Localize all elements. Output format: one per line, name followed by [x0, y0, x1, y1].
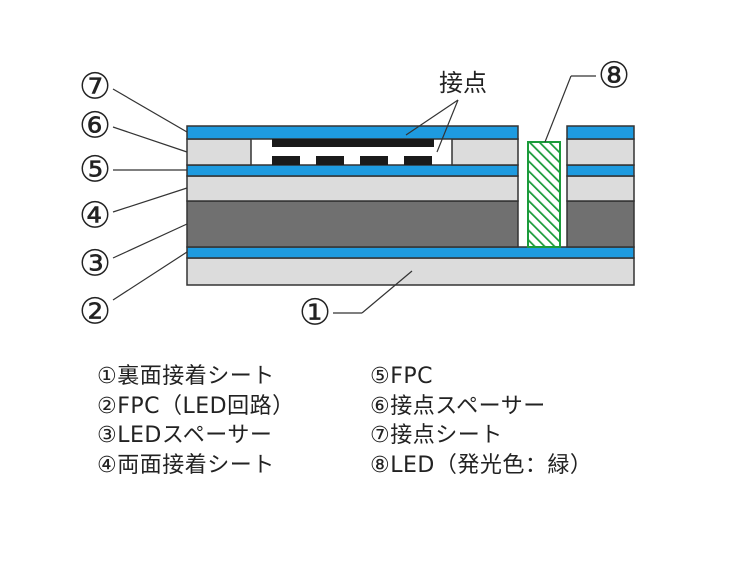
legend-item-6: ⑥接点スペーサー: [370, 393, 546, 419]
layer-5-fpc-right: [566, 164, 635, 177]
leader-6: [112, 126, 188, 153]
legend-item-7: ⑦接点シート: [370, 423, 503, 448]
layer-4-adhesive-left: [186, 175, 519, 202]
layer-4-adhesive-right: [566, 175, 635, 202]
layer-6-spacer-right: [566, 138, 635, 166]
leader-4: [112, 187, 188, 213]
leader-3: [112, 223, 188, 259]
legend-item-1: ①裏面接着シート: [97, 364, 275, 389]
lower-contact-1: [272, 156, 300, 165]
layer-5-fpc-left: [186, 164, 519, 177]
legend-right: ⑤FPC ⑥接点スペーサー ⑦接点シート ⑧LED（発光色：緑）: [370, 362, 592, 480]
upper-contact: [272, 139, 434, 147]
layer-2-fpc-led-circuit: [186, 246, 635, 259]
lower-contact-2: [316, 156, 344, 165]
leader-8b: [544, 75, 572, 143]
legend-item-3: ③LEDスペーサー: [97, 423, 273, 448]
lower-contact-4: [404, 156, 432, 165]
led-green: [527, 141, 561, 248]
layer-3-led-spacer-right: [566, 200, 635, 248]
layer-7-contact-sheet-right: [566, 125, 635, 140]
callout-6: ⑥: [79, 106, 111, 147]
leader-2: [112, 251, 188, 301]
layer-6-spacer-mid: [451, 138, 519, 166]
callout-4: ④: [79, 196, 111, 237]
legend-left: ①裏面接着シート ②FPC（LED回路） ③LEDスペーサー ④両面接着シート: [97, 362, 295, 480]
layer-6-spacer-left: [186, 138, 252, 166]
callout-7: ⑦: [79, 67, 111, 108]
legend-item-4: ④両面接着シート: [97, 452, 275, 478]
layer-3-led-spacer-left: [186, 200, 519, 248]
callout-8: ⑧: [598, 56, 630, 97]
leader-1b: [361, 270, 413, 314]
legend-item-5: ⑤FPC: [370, 364, 434, 389]
callout-5: ⑤: [79, 150, 111, 191]
legend-item-8: ⑧LED（発光色：緑）: [370, 452, 593, 478]
callout-3: ③: [79, 244, 111, 285]
legend-item-2: ②FPC（LED回路）: [97, 393, 295, 419]
layer-diagram: ⑦ ⑥ ⑤ ④ ③ ② ① ⑧ 接点: [79, 56, 635, 334]
callout-1: ①: [299, 293, 331, 334]
callout-2: ②: [79, 292, 111, 333]
contact-leader-2: [436, 99, 459, 153]
lower-contact-3: [360, 156, 388, 165]
contact-leader-1: [405, 99, 459, 136]
leader-7: [112, 88, 188, 133]
contact-label: 接点: [439, 69, 487, 97]
layer-7-contact-sheet-left: [186, 125, 519, 140]
